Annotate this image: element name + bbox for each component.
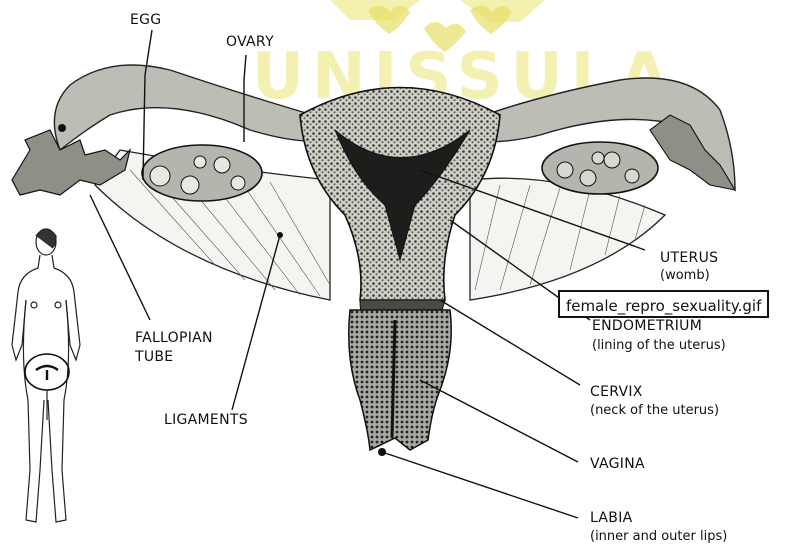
label-ligaments: LIGAMENTS bbox=[164, 412, 248, 429]
vagina bbox=[349, 310, 452, 450]
tube-dot bbox=[58, 124, 66, 132]
labia-leader bbox=[382, 452, 578, 518]
label-uterus: UTERUS bbox=[660, 250, 718, 267]
label-labia: LABIA bbox=[590, 510, 633, 527]
ligaments-right bbox=[470, 178, 665, 300]
watermark-emblem bbox=[330, 0, 545, 22]
label-uterus-sub: (womb) bbox=[660, 268, 710, 284]
label-egg: EGG bbox=[130, 12, 161, 29]
ligaments-dot bbox=[277, 232, 283, 238]
label-vagina: VAGINA bbox=[590, 456, 645, 473]
label-cervix: CERVIX bbox=[590, 384, 643, 401]
woman-figure bbox=[12, 229, 80, 522]
filename-tooltip: female_repro_sexuality.gif bbox=[558, 290, 769, 318]
label-ovary: OVARY bbox=[226, 34, 274, 51]
label-endometrium-sub: (lining of the uterus) bbox=[592, 338, 726, 354]
label-fallopian-2: TUBE bbox=[135, 349, 173, 366]
label-fallopian-1: FALLOPIAN bbox=[135, 330, 213, 347]
label-cervix-sub: (neck of the uterus) bbox=[590, 403, 719, 419]
vagina-leader bbox=[420, 380, 578, 462]
label-endometrium: ENDOMETRIUM bbox=[592, 318, 702, 335]
label-labia-sub: (inner and outer lips) bbox=[590, 529, 727, 545]
